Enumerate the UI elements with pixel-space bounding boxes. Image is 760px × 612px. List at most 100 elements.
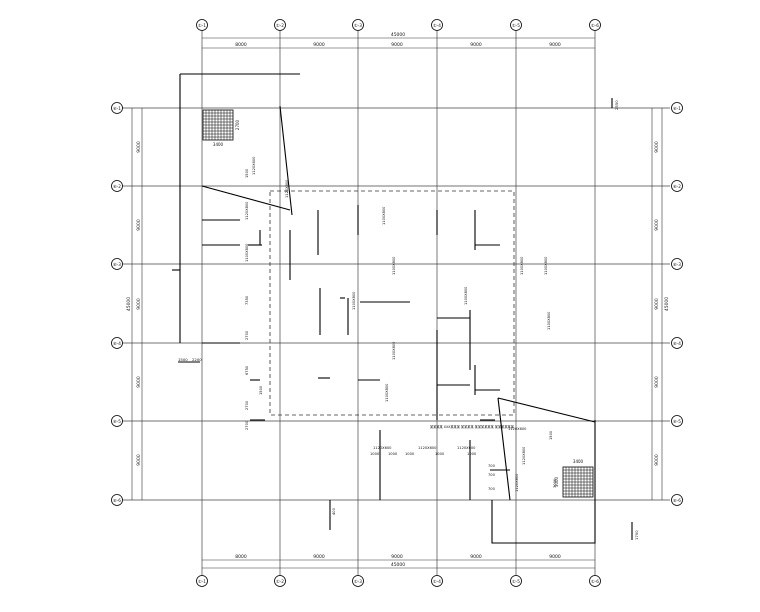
axis-bubble-row-6-right: ⑥-6 bbox=[673, 498, 681, 503]
bottom-axis-bubbles: ①-1 ①-2 ①-3 ①-4 ①-5 ①-6 bbox=[196, 575, 601, 587]
axis-bubble-col-2: ①-2 bbox=[276, 23, 284, 28]
bottom-dim-2: 9000 bbox=[313, 554, 325, 560]
axis-bubble-row-5: ⑥-5 bbox=[113, 419, 121, 424]
top-dim-2: 9000 bbox=[313, 42, 325, 48]
axis-bubble-row-4-right: ⑥-4 bbox=[673, 341, 681, 346]
left-dim-3: 9000 bbox=[136, 298, 142, 310]
left-total-dim: 45000 bbox=[126, 297, 132, 311]
pit-ul-width: 3400 bbox=[213, 142, 224, 147]
spot-dim: 7350 bbox=[245, 295, 249, 305]
opening-label: 1500 bbox=[259, 385, 263, 395]
axis-bubble-col-5-bottom: ①-5 bbox=[512, 579, 520, 584]
opening-label: 1000 bbox=[405, 452, 415, 456]
axis-bubble-col-4: ①-4 bbox=[433, 23, 441, 28]
opening-label: 1500 bbox=[245, 168, 249, 178]
spot-dim: 2700 bbox=[245, 420, 249, 430]
opening-label: 1100X800 bbox=[464, 286, 468, 305]
axis-bubble-row-6: ⑥-6 bbox=[113, 498, 121, 503]
opening-label: 1120X800 bbox=[515, 473, 519, 492]
bottom-dim-3: 9000 bbox=[391, 554, 403, 560]
right-dim-1: 9000 bbox=[654, 141, 660, 153]
bottom-dim-4: 9000 bbox=[470, 554, 482, 560]
top-total-dim: 45000 bbox=[391, 32, 405, 38]
axis-bubble-row-5-right: ⑥-5 bbox=[673, 419, 681, 424]
axis-bubble-col-3: ①-3 bbox=[354, 23, 362, 28]
left-dim-5: 9000 bbox=[136, 454, 142, 466]
opening-label: 1100X800 bbox=[544, 256, 548, 275]
right-dimension-chain: 9000 9000 9000 9000 9000 45000 bbox=[651, 108, 670, 500]
opening-label: 1120X600 bbox=[457, 446, 476, 450]
mark-left: 1500 bbox=[178, 357, 188, 362]
opening-label: 1120X800 bbox=[245, 201, 249, 220]
axis-bubble-row-1-right: ⑥-1 bbox=[673, 106, 681, 111]
misc-marks: 2550 1700 1500 2200 某某某某 XXX某某某 某某某某 某某某… bbox=[178, 100, 639, 540]
axis-bubble-col-1-bottom: ①-1 bbox=[198, 579, 206, 584]
drawing-note: 某某某某 XXX某某某 某某某某 某某某某某某 某某某某某某 bbox=[430, 424, 515, 429]
top-dim-1: 8000 bbox=[235, 42, 247, 48]
opening-label: 1500 bbox=[549, 430, 553, 440]
opening-label: 1100X800 bbox=[520, 256, 524, 275]
right-dim-3: 9000 bbox=[654, 298, 660, 310]
opening-label: 1100X800 bbox=[352, 291, 356, 310]
left-dim-2: 9000 bbox=[136, 219, 142, 231]
spot-dim: 2700 bbox=[245, 330, 249, 340]
axis-bubble-col-3-bottom: ①-3 bbox=[354, 579, 362, 584]
axis-bubble-col-6-bottom: ①-6 bbox=[591, 579, 599, 584]
right-axis-bubbles: ⑥-1 ⑥-2 ⑥-3 ⑥-4 ⑥-5 ⑥-6 bbox=[671, 102, 683, 506]
opening-label: 1000 bbox=[370, 452, 380, 456]
dashed-core-outline bbox=[269, 190, 515, 416]
spot-dim: 400 bbox=[332, 507, 336, 515]
axis-bubble-row-3: ⑥-3 bbox=[113, 262, 121, 267]
axis-bubble-col-2-bottom: ①-2 bbox=[276, 579, 284, 584]
axis-bubble-col-6: ①-6 bbox=[591, 23, 599, 28]
top-dim-5: 9000 bbox=[549, 42, 561, 48]
spot-dim: 3000 bbox=[553, 478, 557, 488]
spot-dim: 1000 bbox=[388, 452, 398, 456]
left-dimension-chain: 9000 9000 9000 9000 9000 45000 bbox=[126, 108, 143, 500]
spot-dim: 6750 bbox=[245, 365, 249, 375]
opening-label: 1100X800 bbox=[392, 341, 396, 360]
vertical-grid-lines bbox=[201, 30, 596, 576]
opening-label: 1100X800 bbox=[392, 256, 396, 275]
opening-label: 1120X600 bbox=[252, 156, 256, 175]
pit-ul-height: 2700 bbox=[235, 119, 240, 130]
right-dim-5: 9000 bbox=[654, 454, 660, 466]
top-axis-bubbles: ①-1 ①-2 ①-3 ①-4 ①-5 ①-6 bbox=[196, 19, 601, 31]
mark-bottom-right: 1700 bbox=[634, 530, 639, 540]
bottom-dimension-chain: 8000 9000 9000 9000 9000 45000 bbox=[202, 554, 595, 569]
axis-bubble-col-5: ①-5 bbox=[512, 23, 520, 28]
bottom-dim-1: 8000 bbox=[235, 554, 247, 560]
upper-left-pit: 3400 2700 bbox=[202, 109, 240, 147]
spot-dim: 1000 bbox=[435, 452, 445, 456]
opening-label: 1100X800 bbox=[385, 383, 389, 402]
axis-bubble-row-4: ⑥-4 bbox=[113, 341, 121, 346]
wall-segments bbox=[172, 205, 510, 530]
axis-bubble-col-1: ①-1 bbox=[198, 23, 206, 28]
left-dim-1: 9000 bbox=[136, 141, 142, 153]
axis-bubble-row-2-right: ⑥-2 bbox=[673, 184, 681, 189]
opening-label: 1120X800 bbox=[522, 446, 526, 465]
mark-left-2: 2200 bbox=[192, 357, 202, 362]
opening-label: 1120X600 bbox=[373, 446, 392, 450]
spot-dim: 2700 bbox=[245, 400, 249, 410]
slab-boundary-outline bbox=[179, 73, 633, 544]
opening-label: 1120X600 bbox=[418, 446, 437, 450]
left-axis-bubbles: ⑥-1 ⑥-2 ⑥-3 ⑥-4 ⑥-5 ⑥-6 bbox=[111, 102, 123, 506]
left-dim-4: 9000 bbox=[136, 376, 142, 388]
opening-label: 1120X800 bbox=[285, 179, 289, 198]
bottom-total-dim: 45000 bbox=[391, 562, 405, 568]
bottom-dim-5: 9000 bbox=[549, 554, 561, 560]
top-dimension-chain: 45000 8000 9000 9000 9000 9000 bbox=[202, 32, 595, 49]
opening-label: 1120X600 bbox=[508, 427, 527, 431]
lower-right-pit: 3400 3000 bbox=[554, 459, 594, 498]
pit-lr-height: 3000 bbox=[554, 476, 559, 487]
axis-bubble-col-4-bottom: ①-4 bbox=[433, 579, 441, 584]
right-dim-4: 9000 bbox=[654, 376, 660, 388]
spot-dim: 700 bbox=[488, 487, 496, 491]
axis-bubble-row-1: ⑥-1 bbox=[113, 106, 121, 111]
spot-dim: 700 bbox=[488, 473, 496, 477]
top-dim-3: 9000 bbox=[391, 42, 403, 48]
opening-label: 1100X800 bbox=[547, 311, 551, 330]
